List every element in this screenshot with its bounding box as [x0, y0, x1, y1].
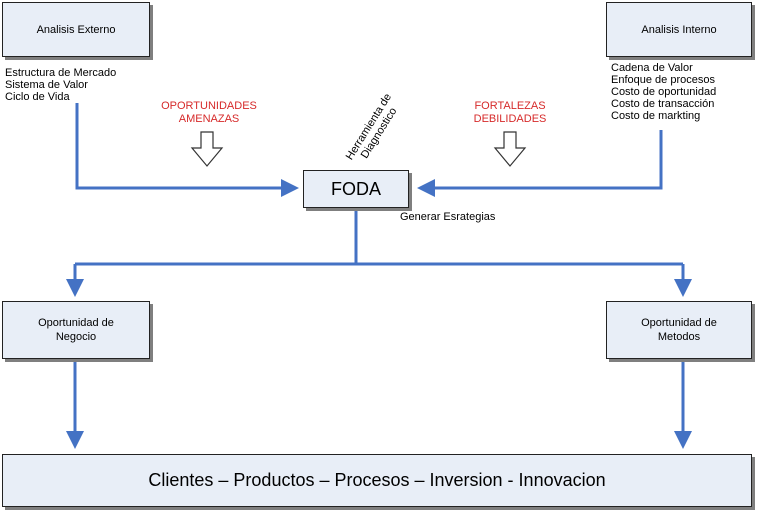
interno-item: Costo de markting: [611, 110, 701, 122]
red-left-line: AMENAZAS: [178, 113, 240, 125]
interno-item: Costo de oportunidad: [611, 86, 717, 98]
arrow-interno-to-foda: [417, 130, 663, 197]
externo-item: Ciclo de Vida: [5, 91, 70, 103]
hollow-down-arrow-left: [190, 131, 224, 167]
metodos-line: Metodos: [657, 331, 701, 343]
analisis-interno-box: Analisis Interno: [606, 2, 752, 57]
fortalezas-debilidades-label: FORTALEZAS DEBILIDADES: [458, 100, 562, 126]
externo-item: Estructura de Mercado: [5, 67, 117, 79]
oportunidad-metodos-box: Oportunidad de Metodos: [606, 301, 752, 359]
externo-items-list: Estructura de Mercado Sistema de Valor C…: [5, 67, 116, 103]
hollow-down-arrow-right: [493, 131, 527, 167]
red-left-line: OPORTUNIDADES: [161, 100, 257, 112]
negocio-line: Negocio: [55, 331, 97, 343]
arrow-externo-to-foda: [75, 103, 299, 197]
metodos-line: Oportunidad de: [641, 317, 717, 329]
foda-title: FODA: [330, 178, 381, 199]
analisis-interno-title: Analisis Interno: [641, 23, 717, 36]
interno-item: Cadena de Valor: [611, 62, 693, 74]
foda-box: FODA: [303, 170, 409, 208]
red-right-line: DEBILIDADES: [473, 113, 547, 125]
bottom-summary-text: Clientes – Productos – Procesos – Invers…: [148, 470, 606, 490]
interno-items-list: Cadena de Valor Enfoque de procesos Cost…: [611, 62, 716, 122]
red-right-line: FORTALEZAS: [474, 100, 546, 112]
interno-item: Enfoque de procesos: [611, 74, 715, 86]
analisis-externo-title: Analisis Externo: [36, 23, 116, 36]
oportunidad-negocio-box: Oportunidad de Negocio: [2, 301, 150, 359]
analisis-externo-box: Analisis Externo: [2, 2, 150, 57]
interno-item: Costo de transacción: [611, 98, 715, 110]
bottom-summary-box: Clientes – Productos – Procesos – Invers…: [2, 454, 752, 507]
generar-estrategias-label: Generar Esrategias: [400, 211, 496, 223]
externo-item: Sistema de Valor: [5, 79, 88, 91]
oportunidades-amenazas-label: OPORTUNIDADES AMENAZAS: [155, 100, 263, 126]
negocio-line: Oportunidad de: [38, 317, 114, 329]
